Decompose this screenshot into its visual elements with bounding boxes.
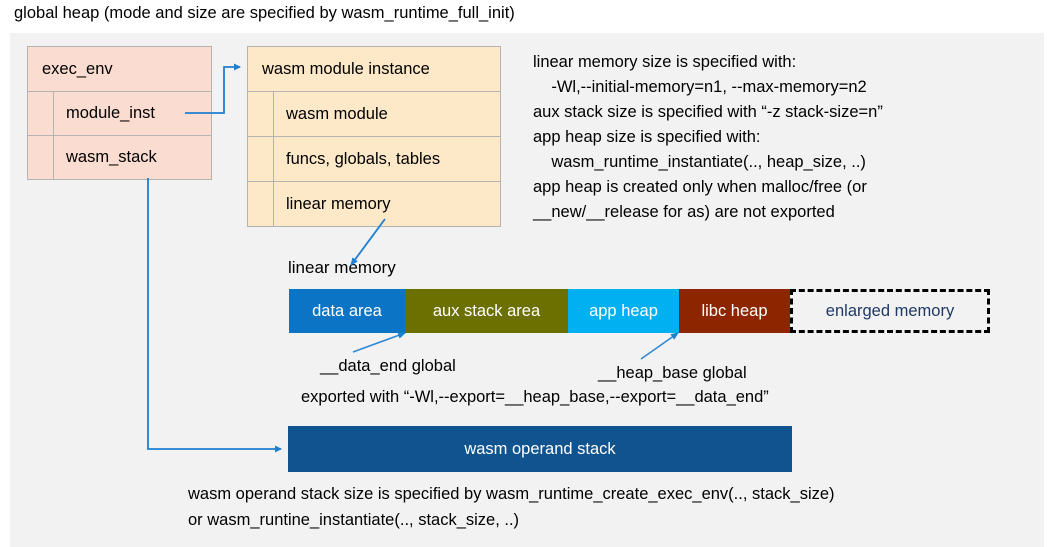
- memory-segment-libc-heap: libc heap: [679, 289, 790, 333]
- linear-memory-label: linear memory: [288, 258, 396, 277]
- linear-memory-bar: data area aux stack area app heap libc h…: [289, 289, 990, 333]
- operand-stack-label: wasm operand stack: [464, 439, 616, 458]
- module-instance-field-funcs-globals-tables: funcs, globals, tables: [248, 136, 500, 181]
- memory-segment-label: enlarged memory: [825, 301, 955, 320]
- memory-segment-enlarged-memory: enlarged memory: [790, 289, 990, 333]
- module-instance-field-label: linear memory: [286, 194, 391, 213]
- operand-stack-note: wasm operand stack size is specified by …: [188, 485, 835, 529]
- exec-env-field-label: module_inst: [66, 104, 155, 122]
- memory-config-note: linear memory size is specified with: -W…: [533, 53, 883, 221]
- exec-env-header: exec_env: [42, 59, 113, 78]
- memory-segment-aux-stack-area: aux stack area: [405, 289, 568, 333]
- annotation-data-end: __data_end global: [320, 357, 456, 375]
- memory-segment-label: aux stack area: [432, 301, 541, 320]
- indent-gutter: [28, 136, 54, 179]
- memory-segment-label: app heap: [589, 301, 658, 320]
- indent-gutter: [28, 92, 54, 135]
- memory-segment-label: data area: [312, 301, 382, 320]
- wasm-module-instance-box: wasm module instance wasm module funcs, …: [247, 46, 501, 227]
- memory-segment-label: libc heap: [701, 301, 768, 320]
- module-instance-field-wasm-module: wasm module: [248, 91, 500, 136]
- module-instance-header: wasm module instance: [262, 59, 430, 78]
- module-instance-field-label: funcs, globals, tables: [286, 149, 441, 168]
- indent-gutter: [248, 137, 274, 181]
- exec-env-box: exec_env module_inst wasm_stack: [27, 46, 212, 180]
- indent-gutter: [248, 92, 274, 136]
- page-title: global heap (mode and size are specified…: [14, 4, 515, 22]
- exec-env-field-label: wasm_stack: [66, 148, 157, 166]
- annotation-exported-with: exported with “-Wl,--export=__heap_base,…: [301, 388, 769, 406]
- indent-gutter: [248, 182, 274, 226]
- wasm-operand-stack-bar: wasm operand stack: [288, 426, 792, 472]
- memory-segment-app-heap: app heap: [568, 289, 679, 333]
- exec-env-field-wasm-stack: wasm_stack: [28, 135, 211, 179]
- exec-env-field-module-inst: module_inst: [28, 91, 211, 135]
- module-instance-field-linear-memory: linear memory: [248, 181, 500, 226]
- memory-segment-data-area: data area: [289, 289, 405, 333]
- module-instance-field-label: wasm module: [286, 104, 388, 123]
- annotation-heap-base: __heap_base global: [598, 364, 747, 382]
